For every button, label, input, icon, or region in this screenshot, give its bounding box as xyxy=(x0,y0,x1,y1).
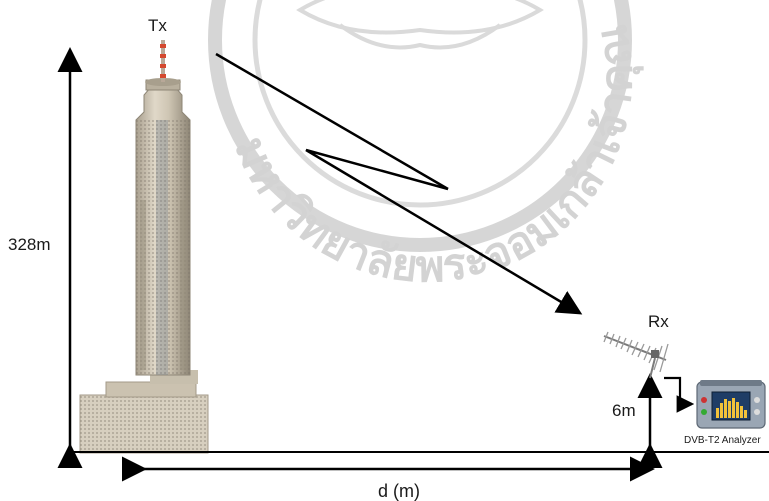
tower-building xyxy=(79,40,209,454)
spectrum-analyzer-icon xyxy=(696,380,766,429)
signal-path-direct xyxy=(215,52,449,191)
transmitter-label: Tx xyxy=(148,16,167,35)
distance-label: d (m) xyxy=(378,481,420,501)
signal-path-reflected xyxy=(305,148,583,315)
tower-height-label: 328m xyxy=(8,235,51,254)
receiver-label: Rx xyxy=(648,312,669,331)
yagi-antenna-icon xyxy=(603,331,669,379)
antenna-cable xyxy=(664,376,695,413)
analyzer-label: DVB-T2 Analyzer xyxy=(684,435,761,446)
antenna-height-label: 6m xyxy=(612,401,636,420)
watermark-seal: มหาวิทยาลัยพระจอมเกล้าเจ้าคุณทหารลาดกระบ… xyxy=(0,0,645,293)
